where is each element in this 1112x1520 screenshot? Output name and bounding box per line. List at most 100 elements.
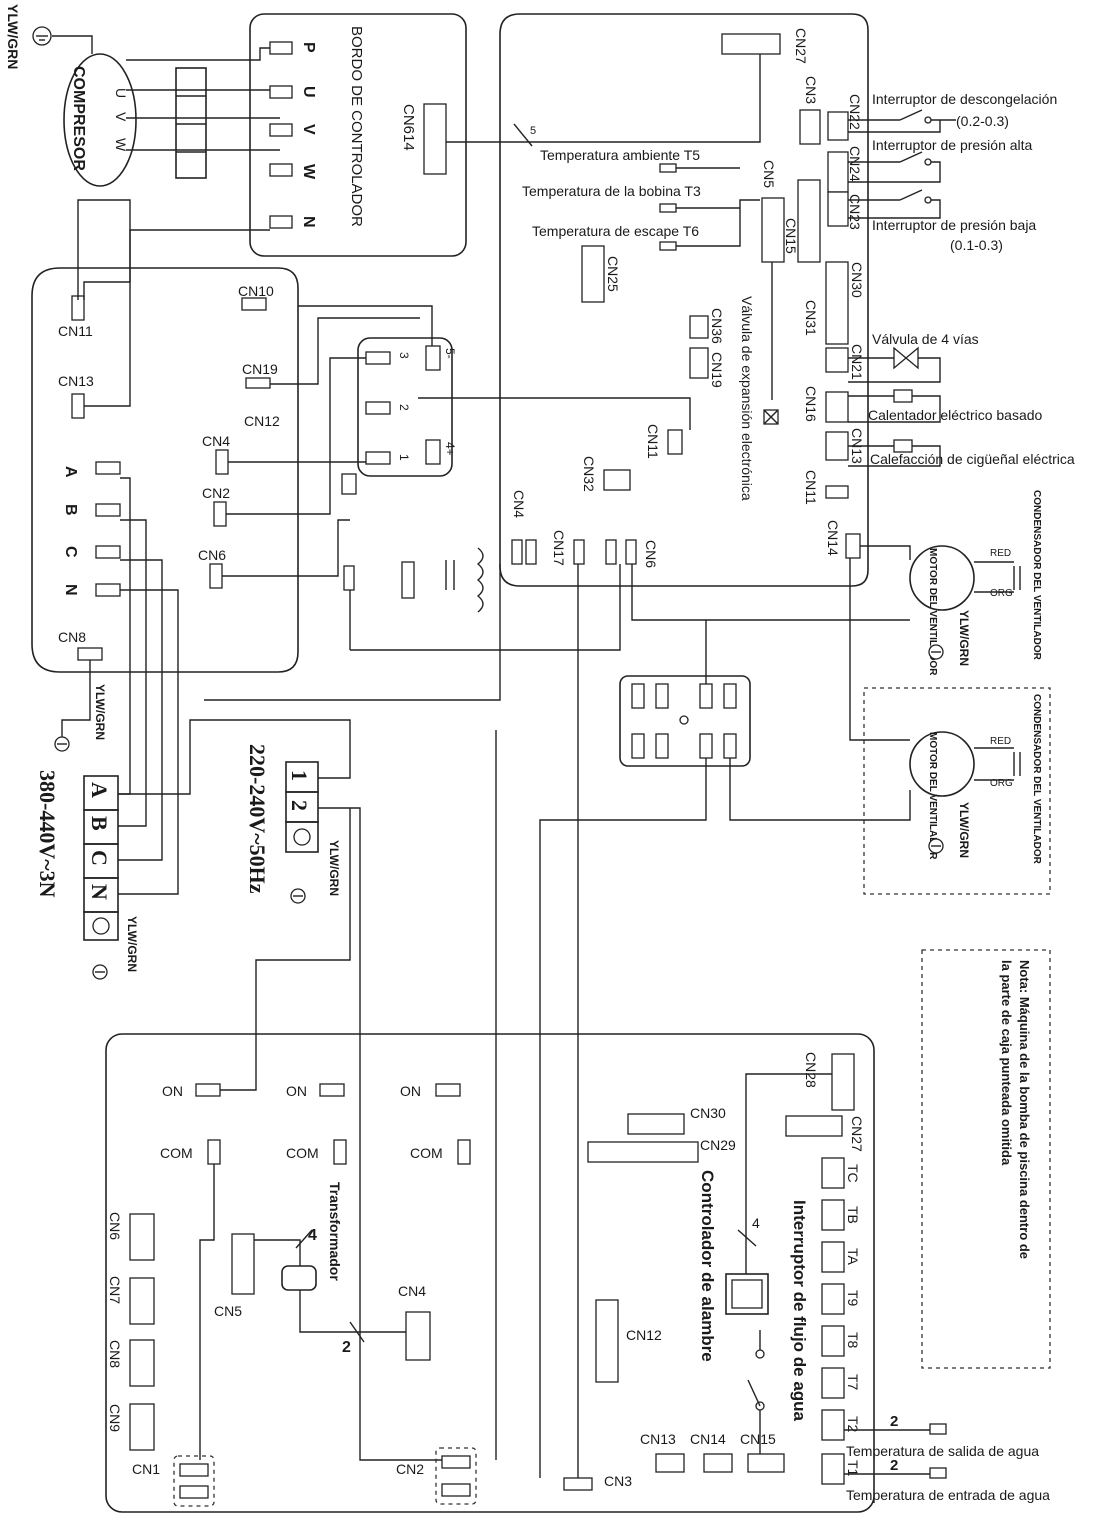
board-terminal-n: N: [300, 216, 317, 228]
filter-cn8-label: CN8: [58, 629, 86, 645]
fan-motor-1: MOTOR DEL VENTILADOR CONDENSADOR DEL VEN…: [860, 490, 1042, 676]
filter-cn4-label: CN4: [202, 433, 230, 449]
transformer-symbol: [281, 1265, 317, 1291]
four-way-valve-symbol: [893, 346, 908, 370]
relay3-com: COM: [410, 1145, 443, 1161]
outlet-temp-label: Temperatura de salida de agua: [846, 1443, 1039, 1459]
tb-c: C: [87, 850, 112, 866]
lower-cn3-label: CN3: [604, 1473, 632, 1489]
cn36-label: CN19: [709, 352, 725, 388]
lower-wire-4: 4: [308, 1227, 317, 1244]
lower-cn5-label: CN5: [214, 1303, 242, 1319]
lower-cn4-label: CN4: [398, 1283, 426, 1299]
cn3-main-label: CN3: [803, 76, 819, 104]
temp-sensor-connectors: TC TB TA T9 T8 T7 T2 T1 2 Temperatura de…: [821, 1157, 1050, 1503]
temp-t2: T2: [845, 1416, 861, 1433]
ground-icon: [54, 736, 70, 752]
cn25-label: CN25: [605, 256, 621, 292]
fan-motor-2: MOTOR DEL VENTILADOR CONDENSADOR DEL VEN…: [849, 558, 1042, 865]
fan-1-red: RED: [990, 548, 1011, 559]
ground-icon: [32, 26, 52, 46]
compressor-u: U: [113, 88, 129, 98]
ferrite-core: [175, 67, 207, 179]
fan-2-ground: YLW/GRN: [957, 802, 971, 858]
relay3-on: ON: [400, 1083, 421, 1099]
lower-cn7-label: CN7: [107, 1276, 123, 1304]
fan-1-org: ORG: [990, 588, 1013, 599]
main-board: CN27 5 Temperatura ambiente T5 Temperatu…: [446, 13, 869, 587]
sensor-t6-label: Temperatura de escape T6: [532, 223, 699, 239]
cn614-label: CN614: [400, 104, 417, 151]
fan-motor-2-label: MOTOR DEL VENTILADOR: [927, 732, 938, 860]
fan-2-org: ORG: [990, 778, 1013, 789]
wired-controller-box: [725, 1273, 769, 1315]
compressor-body: [63, 53, 137, 187]
cn14-main-label: CN14: [825, 520, 841, 556]
cn11-main-label: CN11: [645, 424, 661, 459]
temp-t8: T8: [845, 1332, 861, 1349]
filter-cn19-label: CN19: [242, 361, 278, 377]
fan-condenser-1-label: CONDENSADOR DEL VENTILADOR: [1031, 490, 1042, 661]
sensor-t3-label: Temperatura de la bobina T3: [522, 183, 701, 199]
tb-b: B: [87, 816, 112, 831]
lower-cn28-label: CN28: [803, 1052, 819, 1088]
compressor-w: W: [113, 138, 129, 152]
lower-wire-2: 2: [342, 1339, 351, 1356]
cn4-main-label: CN4: [511, 490, 527, 518]
note-line-2: la parte de caja punteada omitida: [999, 960, 1014, 1166]
lower-cn27-label: CN27: [849, 1116, 865, 1152]
filter-ground-label: YLW/GRN: [93, 684, 107, 740]
tb-2: 2: [287, 800, 312, 811]
temp-t1: T1: [845, 1460, 861, 1477]
lower-board: ON ON ON COM COM COM Transformador CN5 4…: [105, 730, 875, 1513]
cn30-main-label: CN30: [849, 262, 865, 298]
cn32-label: CN32: [581, 456, 597, 492]
cn37-label: CN36: [709, 308, 725, 344]
phase-n: N: [62, 584, 79, 596]
transformer-label: Transformador: [327, 1182, 343, 1281]
tb1-voltage-label: 220-240V~50Hz: [245, 744, 270, 894]
cn6-main-label: CN6: [643, 540, 659, 568]
phase-a: A: [62, 466, 79, 478]
lower-cn29-label: CN29: [700, 1137, 736, 1153]
temp-tc: TC: [845, 1164, 861, 1183]
board-terminal-v: V: [300, 124, 317, 135]
defrost-switch-label: Interruptor de descongelación: [872, 91, 1057, 107]
low-pressure-range: (0.1-0.3): [950, 237, 1003, 253]
wired-controller-label: Controlador de alambre: [698, 1170, 717, 1362]
base-heater-label: Calentador eléctrico basado: [868, 407, 1043, 423]
water-flow-switch-label: Interruptor de flujo de agua: [790, 1200, 809, 1422]
temp-ta: TA: [845, 1248, 861, 1266]
high-pressure-switch-label: Interruptor de presión alta: [872, 137, 1033, 153]
cn614-connector: [423, 103, 447, 175]
controller-board: BORDO DE CONTROLADOR P U V W N CN614: [249, 13, 467, 257]
four-way-valve-label: Válvula de 4 vías: [872, 331, 979, 347]
sensor-t5-label: Temperatura ambiente T5: [540, 147, 700, 163]
lower-cn1-label: CN1: [132, 1461, 160, 1477]
tb-a: A: [87, 782, 112, 798]
tb1-ground-label: YLW/GRN: [327, 840, 341, 896]
lower-cn2-label: CN2: [396, 1461, 424, 1477]
pin-5-minus: 5-: [443, 348, 457, 359]
controller-board-label: BORDO DE CONTROLADOR: [348, 26, 365, 227]
terminal-block-1ph: 1 2 220-240V~50Hz YLW/GRN: [118, 564, 501, 1461]
pin-3: 3: [397, 352, 411, 359]
lower-cn9-label: CN9: [107, 1404, 123, 1432]
tb3-voltage-label: 380-440V~3N: [35, 770, 60, 898]
cn17-label: CN17: [551, 530, 567, 566]
tb-1: 1: [287, 770, 312, 781]
board-terminal-w: W: [300, 164, 317, 180]
relay2-on: ON: [286, 1083, 307, 1099]
tb3-ground-label: YLW/GRN: [125, 916, 139, 972]
pin-1: 1: [397, 454, 411, 461]
cn22-label: CN22: [847, 94, 863, 130]
temp-t9: T9: [845, 1290, 861, 1307]
lower-cn30-label: CN30: [690, 1105, 726, 1121]
ground-icon: [928, 644, 944, 660]
ground-icon: [92, 964, 108, 980]
crank-heater-label: Calefacción de cigüeñal eléctrica: [870, 451, 1075, 467]
relay1-com: COM: [160, 1145, 193, 1161]
lower-cn15-label: CN15: [740, 1431, 776, 1447]
fan-2-red: RED: [990, 736, 1011, 747]
